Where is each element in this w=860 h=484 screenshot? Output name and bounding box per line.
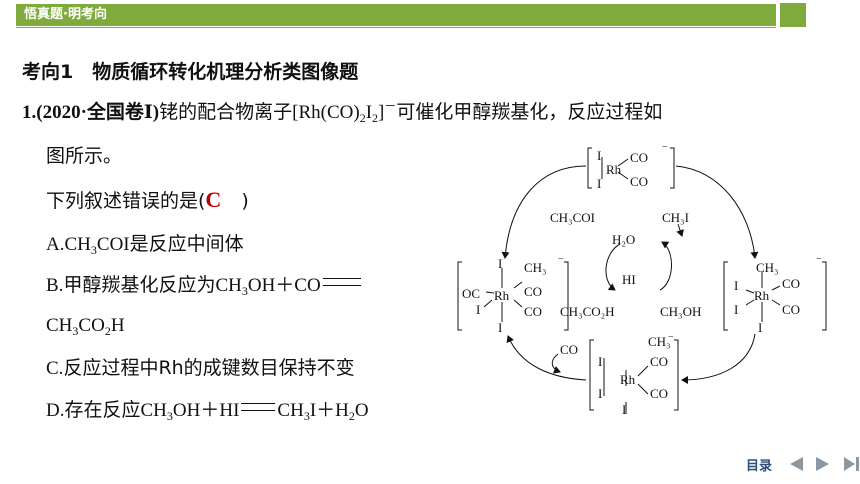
- formula-ch3coi: CH3COI: [64, 234, 130, 257]
- svg-text:−: −: [558, 254, 564, 265]
- option-b[interactable]: B.甲醇羰基化反应为CH3OH＋CO: [46, 273, 361, 298]
- svg-text:Rh: Rh: [606, 162, 622, 177]
- svg-text:I: I: [476, 302, 480, 317]
- svg-text:H₂O: H₂O: [612, 232, 635, 247]
- svg-text:I: I: [598, 354, 602, 369]
- svg-text:CH₃I: CH₃I: [662, 210, 689, 225]
- svg-text:Rh: Rh: [494, 288, 510, 303]
- svg-text:CO: CO: [782, 302, 800, 317]
- question-stem-line1: 1.(2020·全国卷Ⅰ)铑的配合物离子[Rh(CO)2I2]－可催化甲醇羰基化…: [22, 100, 662, 125]
- svg-text:CH₃CO₂H: CH₃CO₂H: [560, 304, 615, 319]
- svg-text:OC: OC: [462, 286, 480, 301]
- toc-link[interactable]: 目录: [746, 459, 773, 474]
- formula-b-reactants: CH3OH＋CO: [215, 275, 321, 298]
- svg-text:I: I: [597, 148, 601, 163]
- svg-text:CH₃: CH₃: [756, 260, 779, 275]
- formula-d-products: CH3I＋H2O: [277, 400, 369, 423]
- option-a[interactable]: A.CH3COI是反应中间体: [46, 233, 244, 257]
- last-slide-icon[interactable]: [842, 456, 860, 472]
- svg-text:I: I: [598, 386, 602, 401]
- header-bar: [16, 4, 776, 26]
- formula-d-reactants: CH3OH＋HI: [140, 400, 240, 423]
- svg-text:Rh: Rh: [754, 288, 770, 303]
- svg-text:−: −: [668, 332, 674, 343]
- header-corner-square: [780, 3, 806, 27]
- svg-text:I: I: [597, 176, 601, 191]
- equals-sign: [322, 278, 361, 286]
- svg-text:CO: CO: [630, 174, 648, 189]
- svg-text:−: −: [662, 142, 668, 153]
- question-source: (2020·全国卷Ⅰ): [36, 102, 160, 123]
- header-underline: [16, 27, 776, 28]
- section-title: 考向1 物质循环转化机理分析类图像题: [22, 61, 359, 83]
- header-label: 悟真题·明考向: [24, 7, 107, 22]
- slide-navigation: 目录: [744, 453, 860, 477]
- svg-text:I: I: [734, 302, 738, 317]
- svg-text:CO: CO: [524, 284, 542, 299]
- svg-text:CH₃: CH₃: [524, 260, 547, 275]
- svg-text:I: I: [758, 320, 762, 335]
- svg-text:I: I: [622, 402, 626, 417]
- option-c[interactable]: C.反应过程中Rh的成键数目保持不变: [46, 357, 355, 379]
- svg-text:CH₃OH: CH₃OH: [660, 304, 701, 319]
- svg-text:CO: CO: [630, 150, 648, 165]
- svg-text:CH₃: CH₃: [648, 334, 671, 349]
- option-b-product: CH3CO2H: [46, 315, 125, 338]
- prompt-pre: 下列叙述错误的是(: [46, 190, 206, 212]
- next-slide-icon[interactable]: [816, 457, 829, 471]
- svg-text:CO: CO: [524, 304, 542, 319]
- question-prompt: 下列叙述错误的是(C): [46, 188, 249, 213]
- rh-complex-formula: [Rh(CO)2I2]－: [292, 99, 397, 125]
- answer-mark: C: [205, 187, 222, 212]
- svg-text:CO: CO: [560, 342, 578, 357]
- svg-text:I: I: [498, 256, 502, 271]
- svg-text:CO: CO: [782, 276, 800, 291]
- prev-slide-icon[interactable]: [790, 457, 803, 471]
- svg-text:I: I: [498, 320, 502, 335]
- svg-text:CO: CO: [650, 354, 668, 369]
- svg-text:−: −: [816, 254, 822, 265]
- svg-text:HI: HI: [622, 272, 636, 287]
- svg-text:I: I: [734, 278, 738, 293]
- question-stem-line2: 图所示。: [46, 145, 123, 167]
- svg-text:CO: CO: [650, 386, 668, 401]
- equals-sign-d: [241, 403, 276, 411]
- catalytic-cycle-diagram: I I Rh CO CO − CH₃COI CH₃I H₂O HI CH₃CO₂…: [457, 142, 827, 417]
- svg-text:Rh: Rh: [620, 372, 636, 387]
- question-stem-pre: 铑的配合物离子: [159, 101, 293, 123]
- prompt-post: ): [241, 190, 249, 212]
- question-number: 1.: [22, 102, 37, 123]
- question-stem-post: 可催化甲醇羰基化，反应过程如: [396, 101, 663, 123]
- svg-text:CH₃COI: CH₃COI: [550, 210, 595, 225]
